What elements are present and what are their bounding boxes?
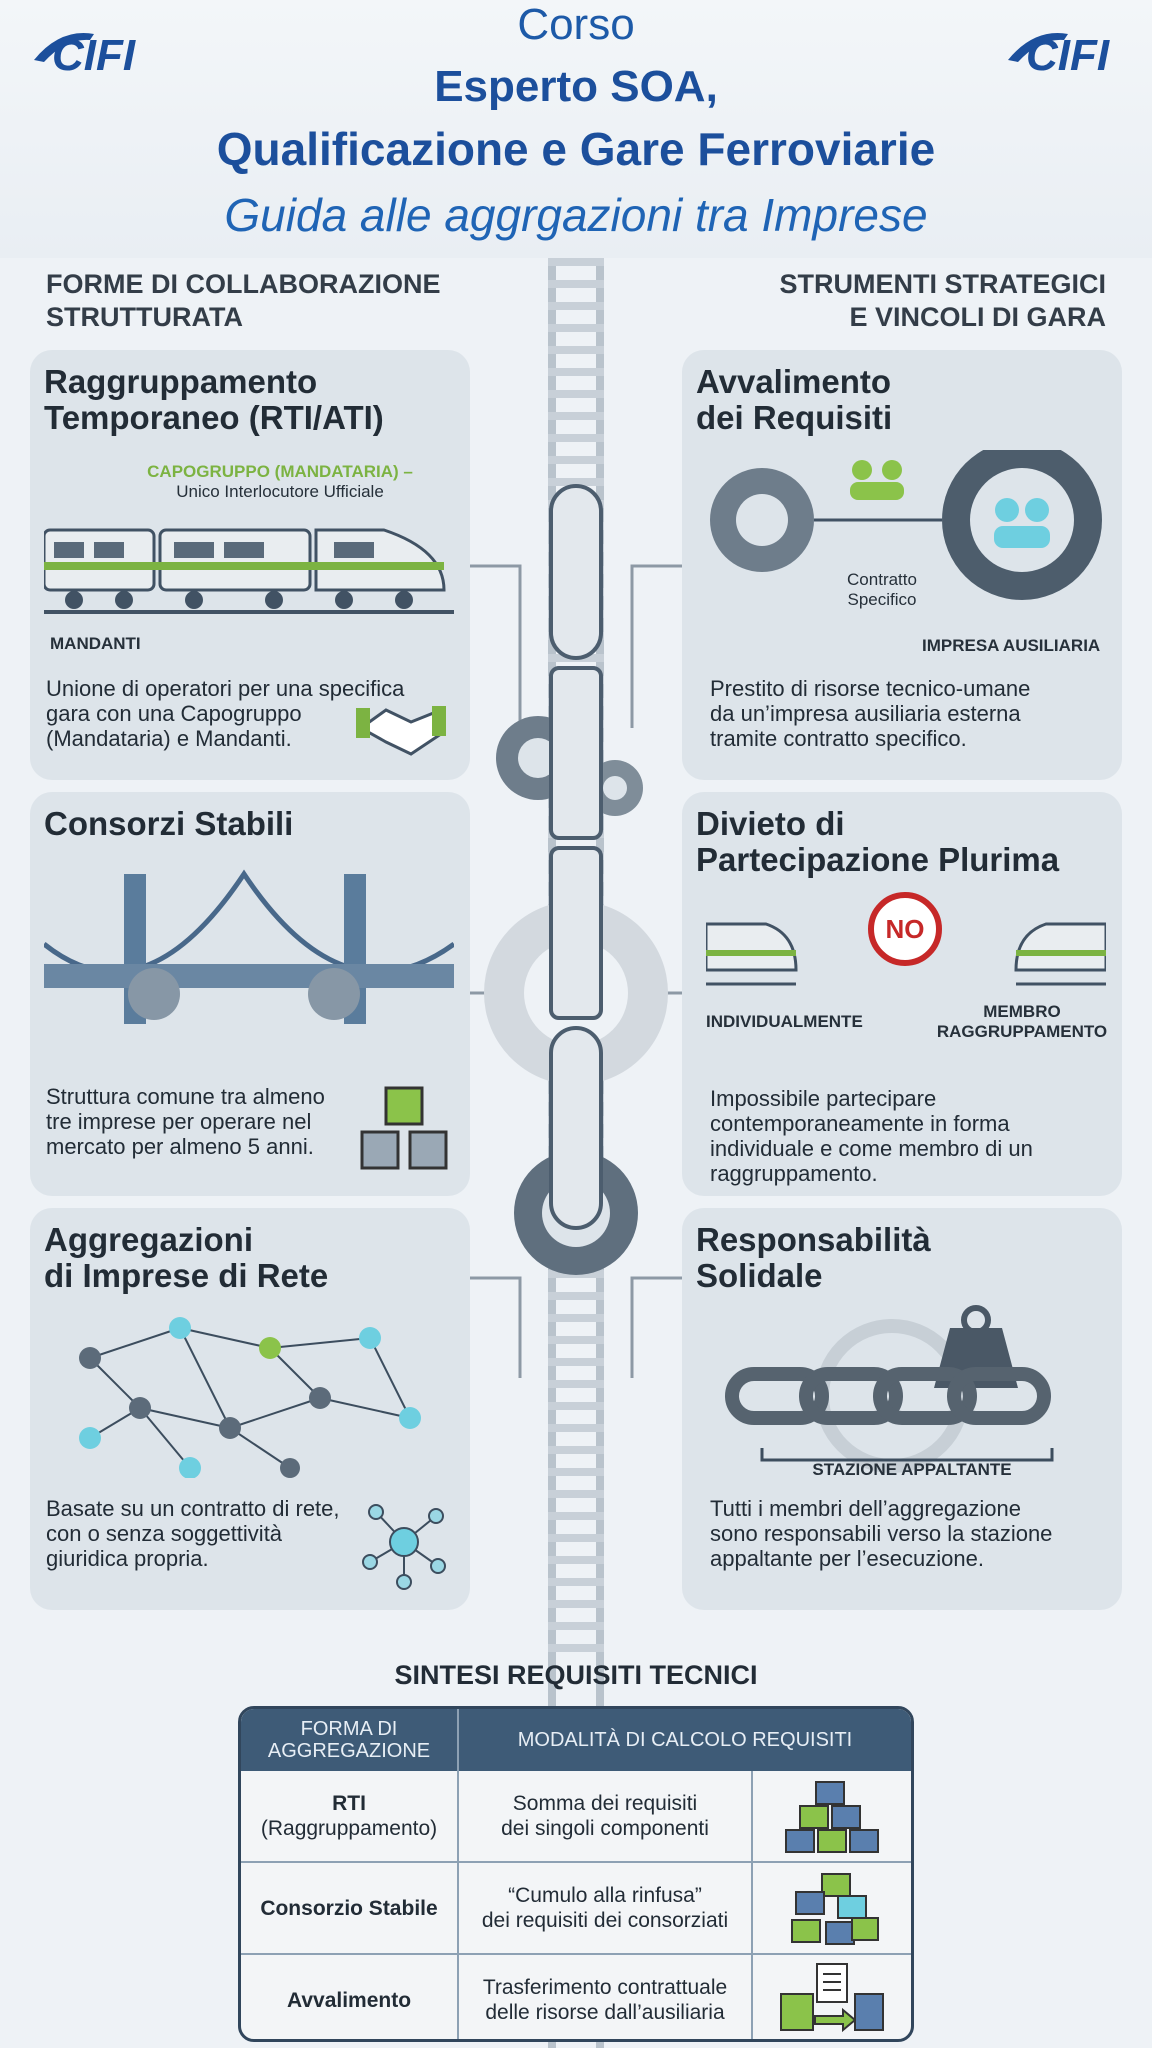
- rail-tie: [548, 1380, 604, 1388]
- rail-tie: [548, 412, 604, 420]
- table-row-mode: “Cumulo alla rinfusa”dei requisiti dei c…: [459, 1863, 753, 1955]
- rail-tie: [548, 1292, 604, 1300]
- left-heading-line1: FORME DI COLLABORAZIONE: [46, 269, 441, 299]
- cubes-icon: [753, 1863, 911, 1955]
- rail-tie: [548, 1600, 604, 1608]
- chain-icon: [725, 1305, 1054, 1473]
- logo-text: CIFI: [1026, 31, 1110, 76]
- table-title: SINTESI REQUISITI TECNICI: [394, 1660, 758, 1690]
- header-corso: Corso: [517, 0, 635, 49]
- logo-text: CIFI: [52, 31, 136, 76]
- left-heading-line2: STRUTTURATA: [46, 302, 243, 332]
- document-icon: [753, 1955, 911, 2039]
- rail-tie: [548, 1644, 604, 1652]
- rail-tie: [548, 346, 604, 354]
- rail-tie: [548, 1512, 604, 1520]
- network-icon: [79, 1317, 421, 1478]
- rail-tie: [548, 258, 604, 266]
- rail-tie: [548, 324, 604, 332]
- rail-tie: [548, 302, 604, 310]
- cifi-logo-left: CIFI: [30, 20, 150, 80]
- rail-tie: [548, 1534, 604, 1542]
- card-consorzi-stabili: Consorzi Stabili Struttura comune tra al…: [30, 792, 470, 1196]
- people-icon: [994, 498, 1050, 548]
- cubes-icon: [753, 1771, 911, 1863]
- people-icon: [850, 460, 904, 500]
- rail-tie: [548, 1314, 604, 1322]
- header: [0, 0, 1152, 258]
- handshake-icon: [356, 706, 446, 756]
- capogruppo-label: CAPOGRUPPO (MANDATARIA) –Unico Interlocu…: [147, 462, 413, 501]
- gear-icon: [710, 450, 1102, 600]
- cifi-logo-right: CIFI: [1004, 20, 1124, 80]
- network-icon: [362, 1504, 446, 1590]
- rail-tie: [548, 1490, 604, 1498]
- rail-tie: [548, 1358, 604, 1366]
- no-icon: NO: [868, 892, 942, 966]
- rail-tie: [548, 1446, 604, 1454]
- cubes-icon: [360, 1086, 448, 1170]
- table-row-name: Avvalimento: [241, 1955, 459, 2039]
- rail-tie: [548, 1424, 604, 1432]
- rail-tie: [548, 1622, 604, 1630]
- header-title-line1: Esperto SOA,: [434, 62, 718, 111]
- train-icon: [706, 922, 1106, 986]
- center-decoration: [470, 258, 682, 1652]
- stazione-appaltante-label: STAZIONE APPALTANTE: [812, 1460, 1012, 1479]
- rail-tie: [548, 1336, 604, 1344]
- rail-tie: [548, 456, 604, 464]
- rail-tie: [548, 368, 604, 376]
- rail-tie: [548, 1578, 604, 1586]
- rail-tie: [548, 1556, 604, 1564]
- right-column-heading: STRUMENTI STRATEGICI E VINCOLI DI GARA: [780, 268, 1107, 334]
- rail-tie: [548, 280, 604, 288]
- rail-tie: [548, 1468, 604, 1476]
- rail-tie: [548, 478, 604, 486]
- right-heading-line1: STRUMENTI STRATEGICI: [779, 269, 1107, 299]
- right-heading-line2: E VINCOLI DI GARA: [849, 302, 1106, 332]
- rail-tie: [548, 434, 604, 442]
- rail-tie: [548, 1402, 604, 1410]
- impresa-ausiliaria-label: IMPRESA AUSILIARIA: [922, 636, 1101, 655]
- table-row-name: Consorzio Stabile: [241, 1863, 459, 1955]
- table-row-name: RTI(Raggruppamento): [241, 1771, 459, 1863]
- header-title-line2: Qualificazione e Gare Ferroviarie: [216, 123, 936, 175]
- bridge-icon: [44, 869, 454, 1054]
- header-subtitle: Guida alle aggrgazioni tra Imprese: [224, 189, 928, 241]
- train-icon: [44, 528, 454, 614]
- card-title: Consorzi Stabili: [44, 805, 294, 842]
- left-column-heading: FORME DI COLLABORAZIONE STRUTTURATA: [46, 268, 440, 334]
- individualmente-label: INDIVIDUALMENTE: [706, 1012, 863, 1031]
- rail-tie: [548, 390, 604, 398]
- card-description: Basate su un contratto di rete,con o sen…: [46, 1496, 340, 1571]
- table-header-modalita: MODALITÀ DI CALCOLO REQUISITI: [459, 1709, 911, 1771]
- train-icon: [549, 484, 603, 1230]
- mandanti-label: MANDANTI: [50, 634, 141, 653]
